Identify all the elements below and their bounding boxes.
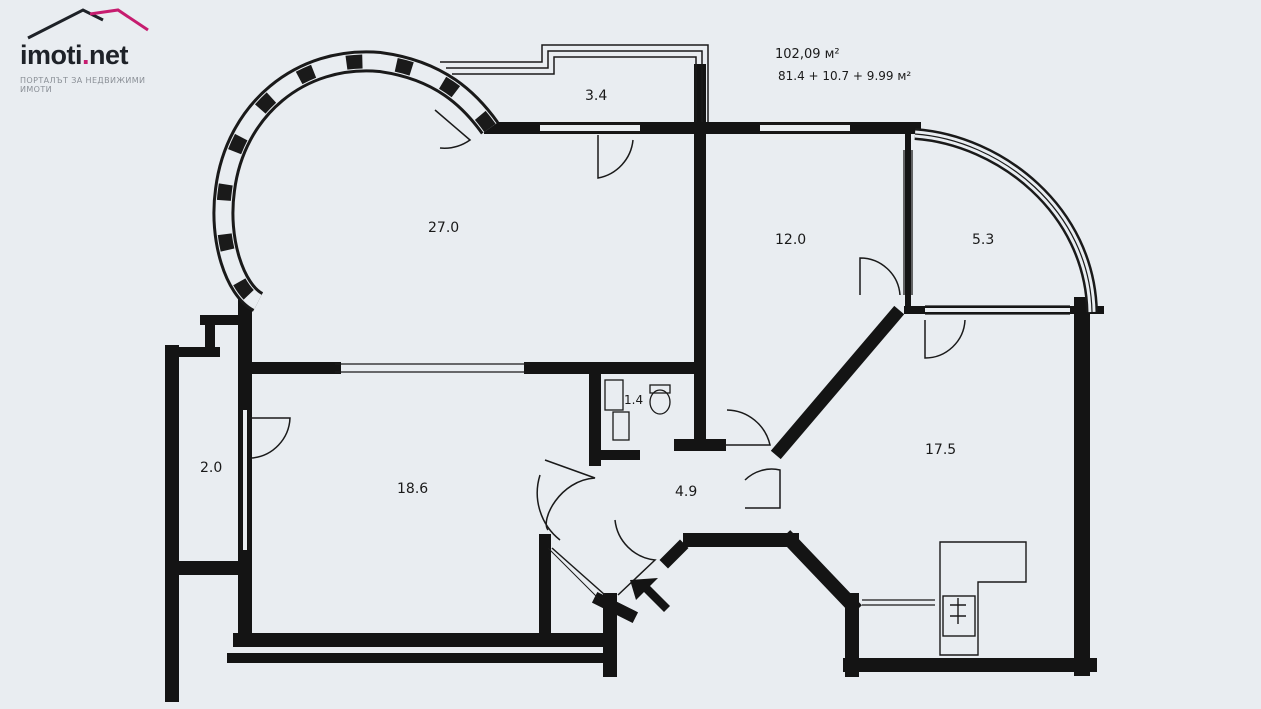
logo-tagline: ПОРТАЛЪТ ЗА НЕДВИЖИМИ ИМОТИ	[20, 76, 146, 94]
logo-tld: net	[89, 40, 129, 70]
house-roof-icon	[27, 8, 149, 40]
entrance-arrow-icon	[630, 578, 670, 612]
doors	[249, 109, 966, 601]
kitchen-counter	[939, 541, 1027, 656]
site-logo[interactable]: imoti.net ПОРТАЛЪТ ЗА НЕДВИЖИМИ ИМОТИ	[8, 6, 178, 94]
logo-wordmark: imoti.net	[20, 40, 129, 71]
room-balcony-left-label: 2.0	[200, 460, 222, 476]
room-kitchen-label: 17.5	[925, 442, 956, 458]
logo-name: imoti	[20, 40, 83, 70]
room-main-label: 18.6	[397, 481, 428, 497]
balcony-top-outline	[440, 44, 709, 122]
room-balcony-top-label: 3.4	[585, 88, 607, 104]
total-area-text: 102,09 м²	[775, 47, 840, 62]
logo-dot: .	[82, 40, 90, 70]
room-winter-garden-label: 5.3	[972, 232, 994, 248]
windows	[240, 123, 1070, 606]
area-breakdown-text: 81.4 + 10.7 + 9.99 м²	[778, 69, 911, 83]
wc-fixtures	[604, 379, 671, 441]
winter-garden-arc	[914, 128, 1098, 313]
room-wc-label: 1.4	[624, 393, 643, 407]
room-labels: 3.4 27.0 12.0 5.3 1.4 2.0 18.6 4.9 17.5	[200, 88, 994, 500]
bay-window	[212, 50, 499, 312]
area-annotation: 102,09 м² 81.4 + 10.7 + 9.99 м²	[775, 47, 911, 83]
room-hall-label: 4.9	[675, 484, 697, 500]
room-bedroom-label: 12.0	[775, 232, 806, 248]
room-living-bay-label: 27.0	[428, 220, 459, 236]
